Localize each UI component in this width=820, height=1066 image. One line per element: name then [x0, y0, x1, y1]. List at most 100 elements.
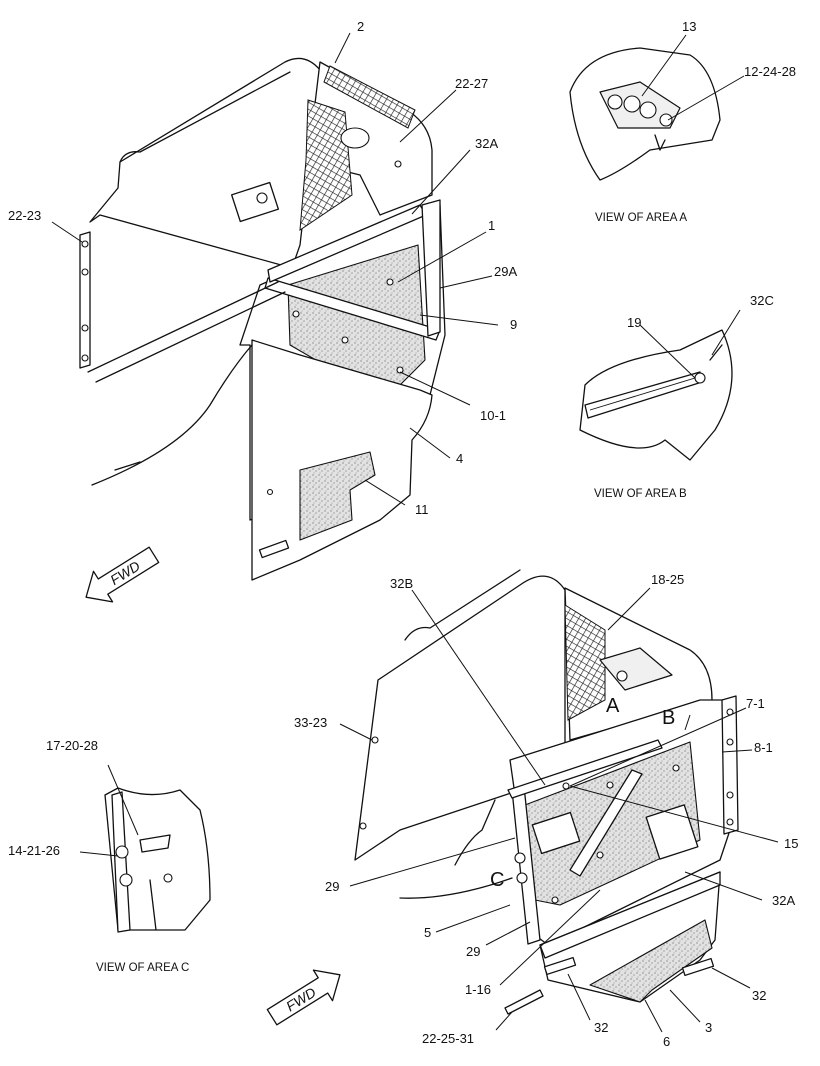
fastener-14a — [115, 845, 129, 859]
lower-mesh-window — [564, 604, 606, 721]
foam-cutout-2 — [645, 804, 699, 860]
right-strip-bolts — [726, 708, 734, 826]
label-15: 15 — [784, 836, 798, 851]
label-7-1: 7-1 — [746, 696, 765, 711]
fender-curve — [91, 344, 253, 486]
label-1: 1 — [488, 218, 495, 233]
label-22-27: 22-27 — [455, 76, 488, 91]
caption-view-b: VIEW OF AREA B — [594, 488, 687, 500]
lower-roof-edge — [404, 569, 521, 641]
label-5: 5 — [424, 925, 431, 940]
insulation-panel-kick — [589, 919, 713, 1003]
caption-view-a: VIEW OF AREA A — [595, 212, 687, 224]
label-32-bottom: 32 — [594, 1020, 608, 1035]
fastener-area-a — [616, 670, 628, 682]
caption-view-c: VIEW OF AREA C — [96, 962, 189, 974]
view-c-outline — [104, 787, 211, 931]
label-19: 19 — [627, 315, 641, 330]
roof-opening — [340, 127, 370, 149]
view-b-rail-line — [589, 377, 696, 411]
part-labels: 2 22-27 32A 22-23 1 29A 9 10-1 4 11 13 1… — [8, 19, 798, 1049]
label-11: 11 — [415, 502, 429, 517]
view-area-c — [104, 787, 211, 933]
handle-slot — [258, 539, 290, 559]
area-letter-b: B — [662, 707, 675, 729]
label-9: 9 — [510, 317, 517, 332]
channel-29A — [421, 199, 441, 337]
view-a-tab — [654, 134, 666, 151]
label-10-1: 10-1 — [480, 408, 506, 423]
insulation-panel-lower — [299, 451, 376, 541]
view-area-b — [579, 329, 733, 461]
label-1-16: 1-16 — [465, 982, 491, 997]
view-c-post — [149, 879, 157, 931]
view-c-hinge — [139, 834, 171, 853]
right-bolt-strip — [721, 695, 739, 835]
fwd-arrow-bottom: FWD — [266, 969, 341, 1026]
label-6: 6 — [663, 1034, 670, 1049]
view-area-a — [569, 47, 721, 181]
fastener-13a — [607, 94, 623, 110]
foam-cutout-1 — [531, 811, 581, 855]
frame-rail — [87, 281, 286, 383]
handle-32-left — [543, 956, 577, 976]
view-b-rail — [584, 371, 703, 419]
view-c-frame — [111, 791, 131, 933]
leader-lines — [51, 32, 779, 1033]
label-8-1: 8-1 — [754, 740, 773, 755]
label-32A-bottom: 32A — [772, 893, 795, 908]
fastener-19 — [694, 372, 706, 384]
left-edge-strip — [79, 231, 91, 369]
fastener-13b — [623, 95, 641, 113]
view-b-clip — [709, 344, 723, 361]
label-29-b: 29 — [466, 944, 480, 959]
bottom-clip — [504, 989, 544, 1015]
label-32-right: 32 — [752, 988, 766, 1003]
hook-curve — [454, 799, 496, 866]
fastener-12 — [659, 113, 673, 127]
label-22-25-31: 22-25-31 — [422, 1031, 474, 1046]
hinge-bolt-1 — [514, 852, 526, 864]
area-letter-a: A — [606, 695, 620, 717]
panel-bolts — [266, 160, 404, 496]
top-vent-grille — [323, 65, 416, 129]
roof-edge — [119, 71, 291, 163]
door-bolts — [359, 736, 680, 904]
label-13: 13 — [682, 19, 696, 34]
latch-plate — [231, 181, 279, 223]
side-mesh-window — [299, 99, 353, 231]
label-29-a: 29 — [325, 879, 339, 894]
door-top-rail — [507, 739, 663, 799]
handle-32-right — [681, 957, 715, 977]
label-29A: 29A — [494, 264, 517, 279]
fastener-17 — [163, 873, 173, 883]
label-32A-top: 32A — [475, 136, 498, 151]
label-32B: 32B — [390, 576, 413, 591]
label-18-25: 18-25 — [651, 572, 684, 587]
view-a-outline — [569, 47, 721, 181]
lower-edge-curve — [399, 877, 513, 899]
label-4: 4 — [456, 451, 463, 466]
area-letter-c: C — [490, 869, 504, 891]
label-22-23: 22-23 — [8, 208, 41, 223]
view-b-outline — [579, 329, 733, 461]
hinge-bolt-2 — [516, 872, 528, 884]
latch-knob — [256, 192, 268, 204]
roof-panel — [89, 57, 321, 269]
trim-strip — [264, 277, 441, 341]
label-17-20-28: 17-20-28 — [46, 738, 98, 753]
fastener-13c — [639, 101, 657, 119]
diagonal-strut — [569, 769, 643, 877]
label-3: 3 — [705, 1020, 712, 1035]
fastener-14b — [119, 873, 133, 887]
label-32C: 32C — [750, 293, 774, 308]
label-12-24-28: 12-24-28 — [744, 64, 796, 79]
edge-bolts — [81, 240, 89, 362]
label-14-21-26: 14-21-26 — [8, 843, 60, 858]
label-33-23: 33-23 — [294, 715, 327, 730]
lower-cab-assembly — [354, 569, 739, 1015]
label-2: 2 — [357, 19, 364, 34]
upper-cab-assembly — [79, 57, 446, 581]
fender-detail — [114, 461, 141, 471]
